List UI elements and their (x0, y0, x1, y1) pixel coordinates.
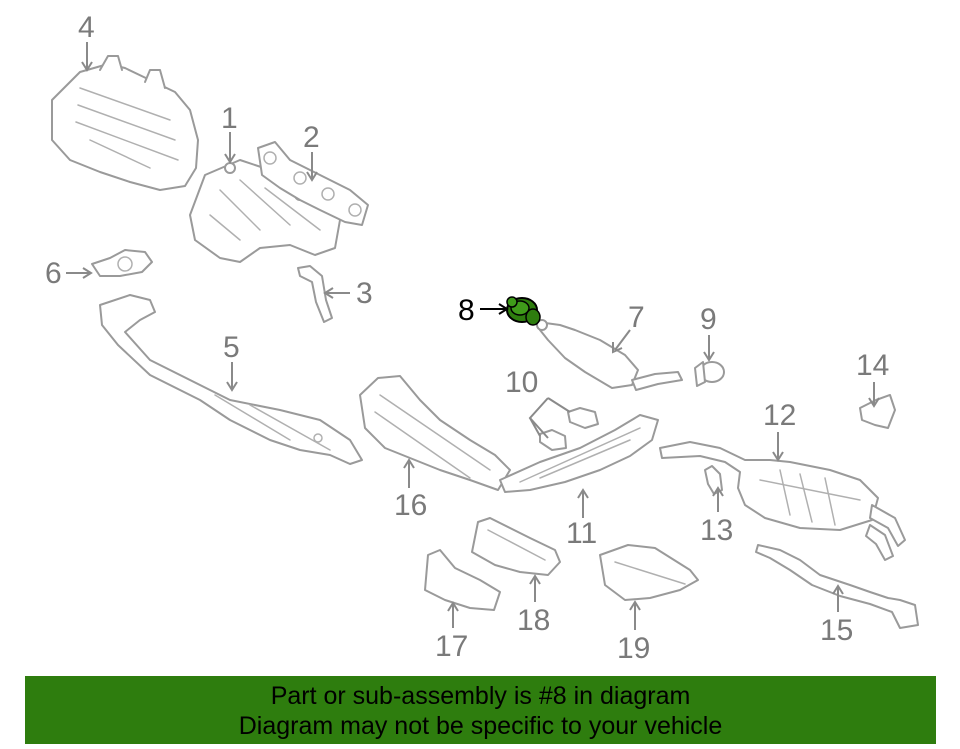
callout-16: 16 (394, 458, 427, 522)
svg-text:14: 14 (856, 349, 889, 382)
svg-text:13: 13 (700, 514, 733, 547)
callout-14: 14 (856, 349, 889, 408)
callout-12: 12 (763, 399, 796, 462)
part-4-heat-shield[interactable] (51, 55, 199, 191)
info-banner: Part or sub-assembly is #8 in diagram Di… (25, 676, 936, 744)
part-9-clamp[interactable] (694, 361, 725, 387)
svg-text:16: 16 (394, 489, 427, 522)
part-17-heat-shield[interactable] (424, 549, 501, 611)
callout-7: 7 (612, 301, 645, 354)
part-12-rear-muffler[interactable] (659, 441, 906, 561)
svg-text:1: 1 (221, 102, 238, 135)
part-19-heat-shield[interactable] (599, 544, 699, 601)
banner-line-2: Diagram may not be specific to your vehi… (238, 712, 723, 740)
part-18-heat-shield[interactable] (471, 517, 561, 576)
banner-line-1: Part or sub-assembly is #8 in diagram (270, 682, 691, 710)
callout-10: 10 (505, 366, 571, 439)
part-6-flange-gasket[interactable] (91, 249, 153, 277)
callout-9: 9 (700, 303, 717, 362)
part-16-heat-shield[interactable] (359, 375, 511, 491)
part-7-resonator[interactable] (536, 319, 683, 391)
svg-text:3: 3 (356, 277, 373, 310)
svg-text:10: 10 (505, 366, 538, 399)
callout-5: 5 (223, 331, 240, 392)
part-10-hangers[interactable] (539, 407, 599, 451)
callout-2: 2 (303, 121, 320, 182)
callout-19: 19 (617, 600, 650, 665)
svg-text:8: 8 (458, 294, 475, 327)
svg-text:2: 2 (303, 121, 320, 154)
svg-text:15: 15 (820, 614, 853, 647)
callout-13: 13 (700, 486, 733, 547)
part-5-front-pipe[interactable] (99, 294, 363, 465)
svg-text:11: 11 (566, 517, 597, 550)
svg-text:5: 5 (223, 331, 240, 364)
svg-text:6: 6 (45, 257, 62, 290)
callout-6: 6 (45, 257, 93, 290)
part-11-heat-shield[interactable] (499, 414, 659, 493)
svg-text:19: 19 (617, 632, 650, 665)
callout-3: 3 (323, 277, 373, 310)
part-3-bracket[interactable] (297, 265, 333, 323)
callout-15: 15 (820, 584, 853, 647)
part-8-clamp-highlighted[interactable] (506, 296, 541, 326)
callout-18: 18 (517, 574, 550, 637)
callout-4: 4 (78, 11, 95, 72)
callout-1: 1 (221, 102, 238, 164)
callout-8: 8 (458, 294, 509, 327)
part-1-exhaust-manifold[interactable] (189, 159, 341, 263)
svg-text:9: 9 (700, 303, 717, 336)
callout-11: 11 (566, 488, 597, 550)
svg-text:7: 7 (628, 301, 645, 334)
part-2-manifold-gasket[interactable] (257, 141, 369, 226)
svg-text:4: 4 (78, 11, 95, 44)
svg-text:17: 17 (435, 630, 468, 663)
callout-17: 17 (435, 601, 468, 663)
svg-text:12: 12 (763, 399, 796, 432)
svg-text:18: 18 (517, 604, 550, 637)
